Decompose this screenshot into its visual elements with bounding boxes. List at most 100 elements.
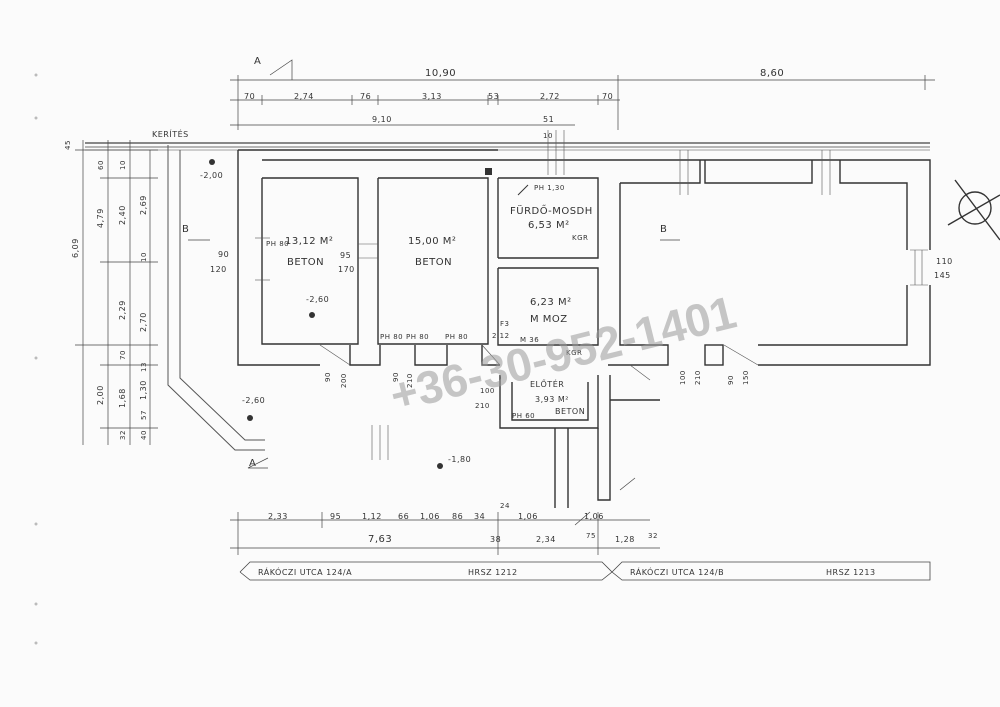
opening-20: 210 bbox=[406, 373, 414, 388]
dim-left-v13: 1,68 bbox=[118, 388, 127, 408]
level-2: -2,60 bbox=[306, 295, 329, 304]
dim-bottom-b12: 38 bbox=[490, 535, 501, 544]
dim-top-d10: 10 bbox=[543, 132, 553, 140]
dim-top-d1: 70 bbox=[244, 92, 255, 101]
dim-top-d9: 51 bbox=[543, 115, 554, 124]
opening-24: 150 bbox=[742, 370, 750, 385]
opening-21: 100 bbox=[679, 370, 687, 385]
dim-bottom-b5: 1,06 bbox=[420, 512, 440, 521]
opening-2: 120 bbox=[210, 265, 227, 274]
walls bbox=[237, 149, 931, 508]
opening-22: 210 bbox=[694, 370, 702, 385]
dim-left-v2: 6,09 bbox=[71, 238, 80, 258]
dim-bottom-b1: 2,33 bbox=[268, 512, 288, 521]
opening-4: 170 bbox=[338, 265, 355, 274]
hall-area: 3,93 M² bbox=[535, 395, 569, 404]
dim-bottom-b3: 1,12 bbox=[362, 512, 382, 521]
dim-left-v3: 4,79 bbox=[96, 208, 105, 228]
dim-bottom-b15: 1,28 bbox=[615, 535, 635, 544]
dim-top-d4: 3,13 bbox=[422, 92, 442, 101]
fence-line bbox=[85, 142, 930, 151]
dimension-lines bbox=[75, 59, 935, 555]
room1-floor: BETON bbox=[287, 257, 324, 268]
fence-label: KERÍTÉS bbox=[152, 128, 189, 139]
opening-18: 200 bbox=[340, 373, 348, 388]
room2-floor: BETON bbox=[415, 257, 452, 268]
opening-7: PH 80 bbox=[445, 333, 468, 341]
opening-13: M 36 bbox=[520, 336, 539, 344]
footer-left-street: RÁKÓCZI UTCA 124/A bbox=[258, 566, 352, 577]
dim-bottom-b14: 75 bbox=[586, 532, 596, 540]
footer-banner bbox=[239, 561, 931, 581]
dim-left-v16: 57 bbox=[140, 410, 148, 420]
dim-bottom-b11: 7,63 bbox=[368, 534, 392, 545]
dim-left-v8: 2,29 bbox=[118, 300, 127, 320]
kitchen-area: 6,23 M² bbox=[530, 297, 572, 308]
dim-left-v4: 60 bbox=[97, 160, 105, 170]
scan-specks bbox=[34, 73, 38, 645]
footer-right-street: RÁKÓCZI UTCA 124/B bbox=[630, 566, 724, 577]
door-symbol bbox=[485, 168, 492, 175]
window-marks bbox=[255, 130, 928, 460]
dim-top-total-left: 10,90 bbox=[425, 68, 456, 79]
opening-27: PH 80 bbox=[406, 333, 429, 341]
room2-area: 15,00 M² bbox=[408, 236, 456, 247]
dim-left-v11: 70 bbox=[119, 350, 127, 360]
opening-1: 90 bbox=[218, 250, 229, 259]
footer-left-hrsz: HRSZ 1212 bbox=[468, 568, 518, 577]
opening-26: 145 bbox=[934, 271, 951, 280]
dim-bottom-b9: 1,06 bbox=[584, 512, 604, 521]
opening-25: 110 bbox=[936, 257, 953, 266]
dim-bottom-b16: 32 bbox=[648, 532, 658, 540]
dim-top-total-right: 8,60 bbox=[760, 68, 784, 79]
dim-left-v6: 2,69 bbox=[139, 195, 148, 215]
section-b-left: B bbox=[182, 224, 189, 235]
arrow-icon bbox=[517, 184, 529, 196]
dim-top-d8: 9,10 bbox=[372, 115, 392, 124]
dim-bottom-b10: 24 bbox=[500, 502, 510, 510]
dim-left-v1: 45 bbox=[64, 140, 72, 150]
footer-right-hrsz: HRSZ 1213 bbox=[826, 568, 876, 577]
dim-left-v18: 13 bbox=[140, 362, 148, 372]
level-1: -2,00 bbox=[200, 171, 223, 180]
dim-top-d6: 2,72 bbox=[540, 92, 560, 101]
opening-9: 2,12 bbox=[492, 332, 510, 340]
opening-23: 90 bbox=[727, 375, 735, 385]
opening-17: 90 bbox=[324, 372, 332, 382]
opening-19: 90 bbox=[392, 372, 400, 382]
room1-area: 13,12 M² bbox=[285, 236, 333, 247]
opening-12: KGR bbox=[566, 349, 582, 357]
dim-left-v9: 2,70 bbox=[139, 312, 148, 332]
hall-name: ELŐTÉR bbox=[530, 378, 564, 389]
dim-left-v15: 40 bbox=[140, 430, 148, 440]
section-b-right: B bbox=[660, 224, 667, 235]
dim-bottom-b4: 66 bbox=[398, 512, 409, 521]
dim-left-v7: 10 bbox=[119, 160, 127, 170]
bath-name: FÜRDŐ-MOSDH bbox=[510, 203, 593, 217]
opening-15: 100 bbox=[480, 387, 495, 395]
opening-6: PH 80 bbox=[380, 333, 403, 341]
dim-bottom-b2: 95 bbox=[330, 512, 341, 521]
north-arrow-icon bbox=[947, 179, 1000, 241]
opening-3: 95 bbox=[340, 251, 351, 260]
dim-left-v12: 2,00 bbox=[96, 385, 105, 405]
level-3: -2,60 bbox=[242, 396, 265, 405]
dim-top-d7: 70 bbox=[602, 92, 613, 101]
level-marker-icons bbox=[209, 159, 443, 469]
hall-floor: BETON bbox=[555, 407, 585, 416]
opening-16: 210 bbox=[475, 402, 490, 410]
section-a-bottom: A bbox=[249, 458, 256, 469]
opening-8: F3 bbox=[500, 320, 509, 328]
dim-top-d3: 76 bbox=[360, 92, 371, 101]
dim-left-v10: 10 bbox=[140, 252, 148, 262]
dim-top-d2: 2,74 bbox=[294, 92, 314, 101]
dim-left-v14: 1,30 bbox=[139, 380, 148, 400]
opening-10: PH 1,30 bbox=[534, 184, 565, 192]
opening-11: KGR bbox=[572, 234, 588, 242]
dim-left-v17: 32 bbox=[119, 430, 127, 440]
dim-bottom-b13: 2,34 bbox=[536, 535, 556, 544]
opening-5: PH 80 bbox=[266, 240, 289, 248]
drawing-text: KERÍTÉS A A B B 13,12 M² BETON 15,00 M² … bbox=[64, 56, 953, 577]
dim-bottom-b7: 34 bbox=[474, 512, 485, 521]
